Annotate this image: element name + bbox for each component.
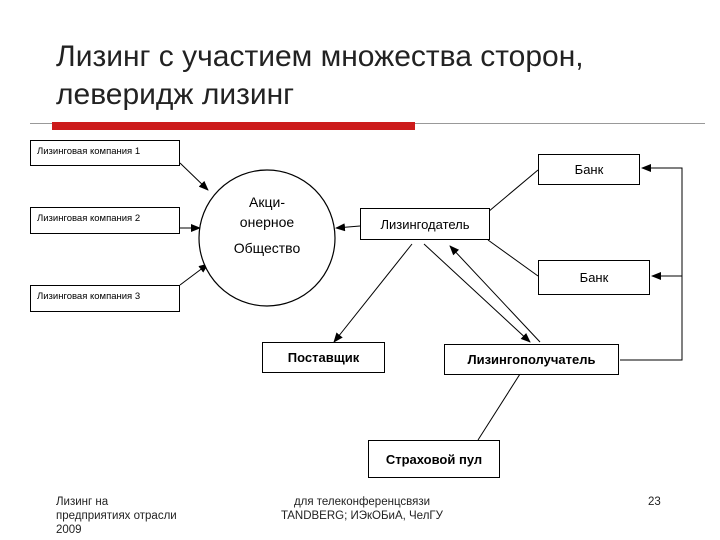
footer-center: для телеконференцсвязи TANDBERG; ИЭкОБиА… xyxy=(262,495,462,523)
leasing-company-2-box: Лизинговая компания 2 xyxy=(30,207,180,234)
slide-title-line-1: Лизинг с участием множества сторон, xyxy=(56,40,584,73)
arrow-lessor-to-supplier xyxy=(333,243,413,343)
joint-stock-company-label: Акци- онерное Общество xyxy=(207,192,327,258)
supplier-box: Поставщик xyxy=(262,342,385,373)
leasing-company-3-label: Лизинговая компания 3 xyxy=(37,291,141,302)
insurance-pool-box: Страховой пул xyxy=(368,440,500,478)
joint-stock-line-1: Акци- xyxy=(249,194,285,210)
arrow-company1-to-circle xyxy=(179,162,209,191)
footer-center-line-1: для телеконференцсвязи xyxy=(293,496,431,508)
joint-stock-line-2: онерное xyxy=(239,214,295,230)
arrow-lessor-to-lessee xyxy=(423,243,531,343)
arrow-company3-to-circle xyxy=(179,263,209,286)
insurance-pool-label: Страховой пул xyxy=(385,451,483,467)
footer-left-line-2: предприятиях отрасли xyxy=(56,510,177,522)
arrow-lessee-to-bank1 xyxy=(620,164,683,361)
leasing-company-2-label: Лизинговая компания 2 xyxy=(37,213,141,224)
joint-stock-company-circle xyxy=(198,169,336,307)
footer-left-line-3: 2009 xyxy=(56,524,82,536)
lessee-box: Лизингополучатель xyxy=(444,344,619,375)
bank-1-label: Банк xyxy=(574,162,604,177)
lessor-label: Лизингодатель xyxy=(380,216,470,232)
footer-left: Лизинг на предприятиях отрасли 2009 xyxy=(56,495,177,537)
title-accent-bar xyxy=(52,122,415,130)
slide-title: Лизинг с участием множества сторон, леве… xyxy=(56,38,696,114)
footer-left-line-1: Лизинг на xyxy=(56,496,109,508)
arrow-lessee-to-lessor xyxy=(449,245,541,343)
line-bank2-to-lessor xyxy=(487,239,539,277)
supplier-label: Поставщик xyxy=(287,350,360,365)
joint-stock-line-3: Общество xyxy=(233,240,301,256)
arrow-lessor-to-circle xyxy=(335,223,361,232)
lessee-label: Лизингополучатель xyxy=(467,352,596,367)
leasing-company-3-box: Лизинговая компания 3 xyxy=(30,285,180,312)
page-number: 23 xyxy=(648,496,661,508)
lessor-box: Лизингодатель xyxy=(360,208,490,240)
bank-2-box: Банк xyxy=(538,260,650,295)
footer-center-line-2: TANDBERG; ИЭкОБиА, ЧелГУ xyxy=(281,510,443,522)
bank-1-box: Банк xyxy=(538,154,640,185)
line-bank1-to-lessor xyxy=(487,169,539,213)
bank-2-label: Банк xyxy=(579,270,609,285)
slide-title-line-2: леверидж лизинг xyxy=(56,78,295,111)
leasing-company-1-label: Лизинговая компания 1 xyxy=(37,146,141,157)
leasing-company-1-box: Лизинговая компания 1 xyxy=(30,140,180,166)
line-lessee-to-insurance xyxy=(477,373,521,441)
